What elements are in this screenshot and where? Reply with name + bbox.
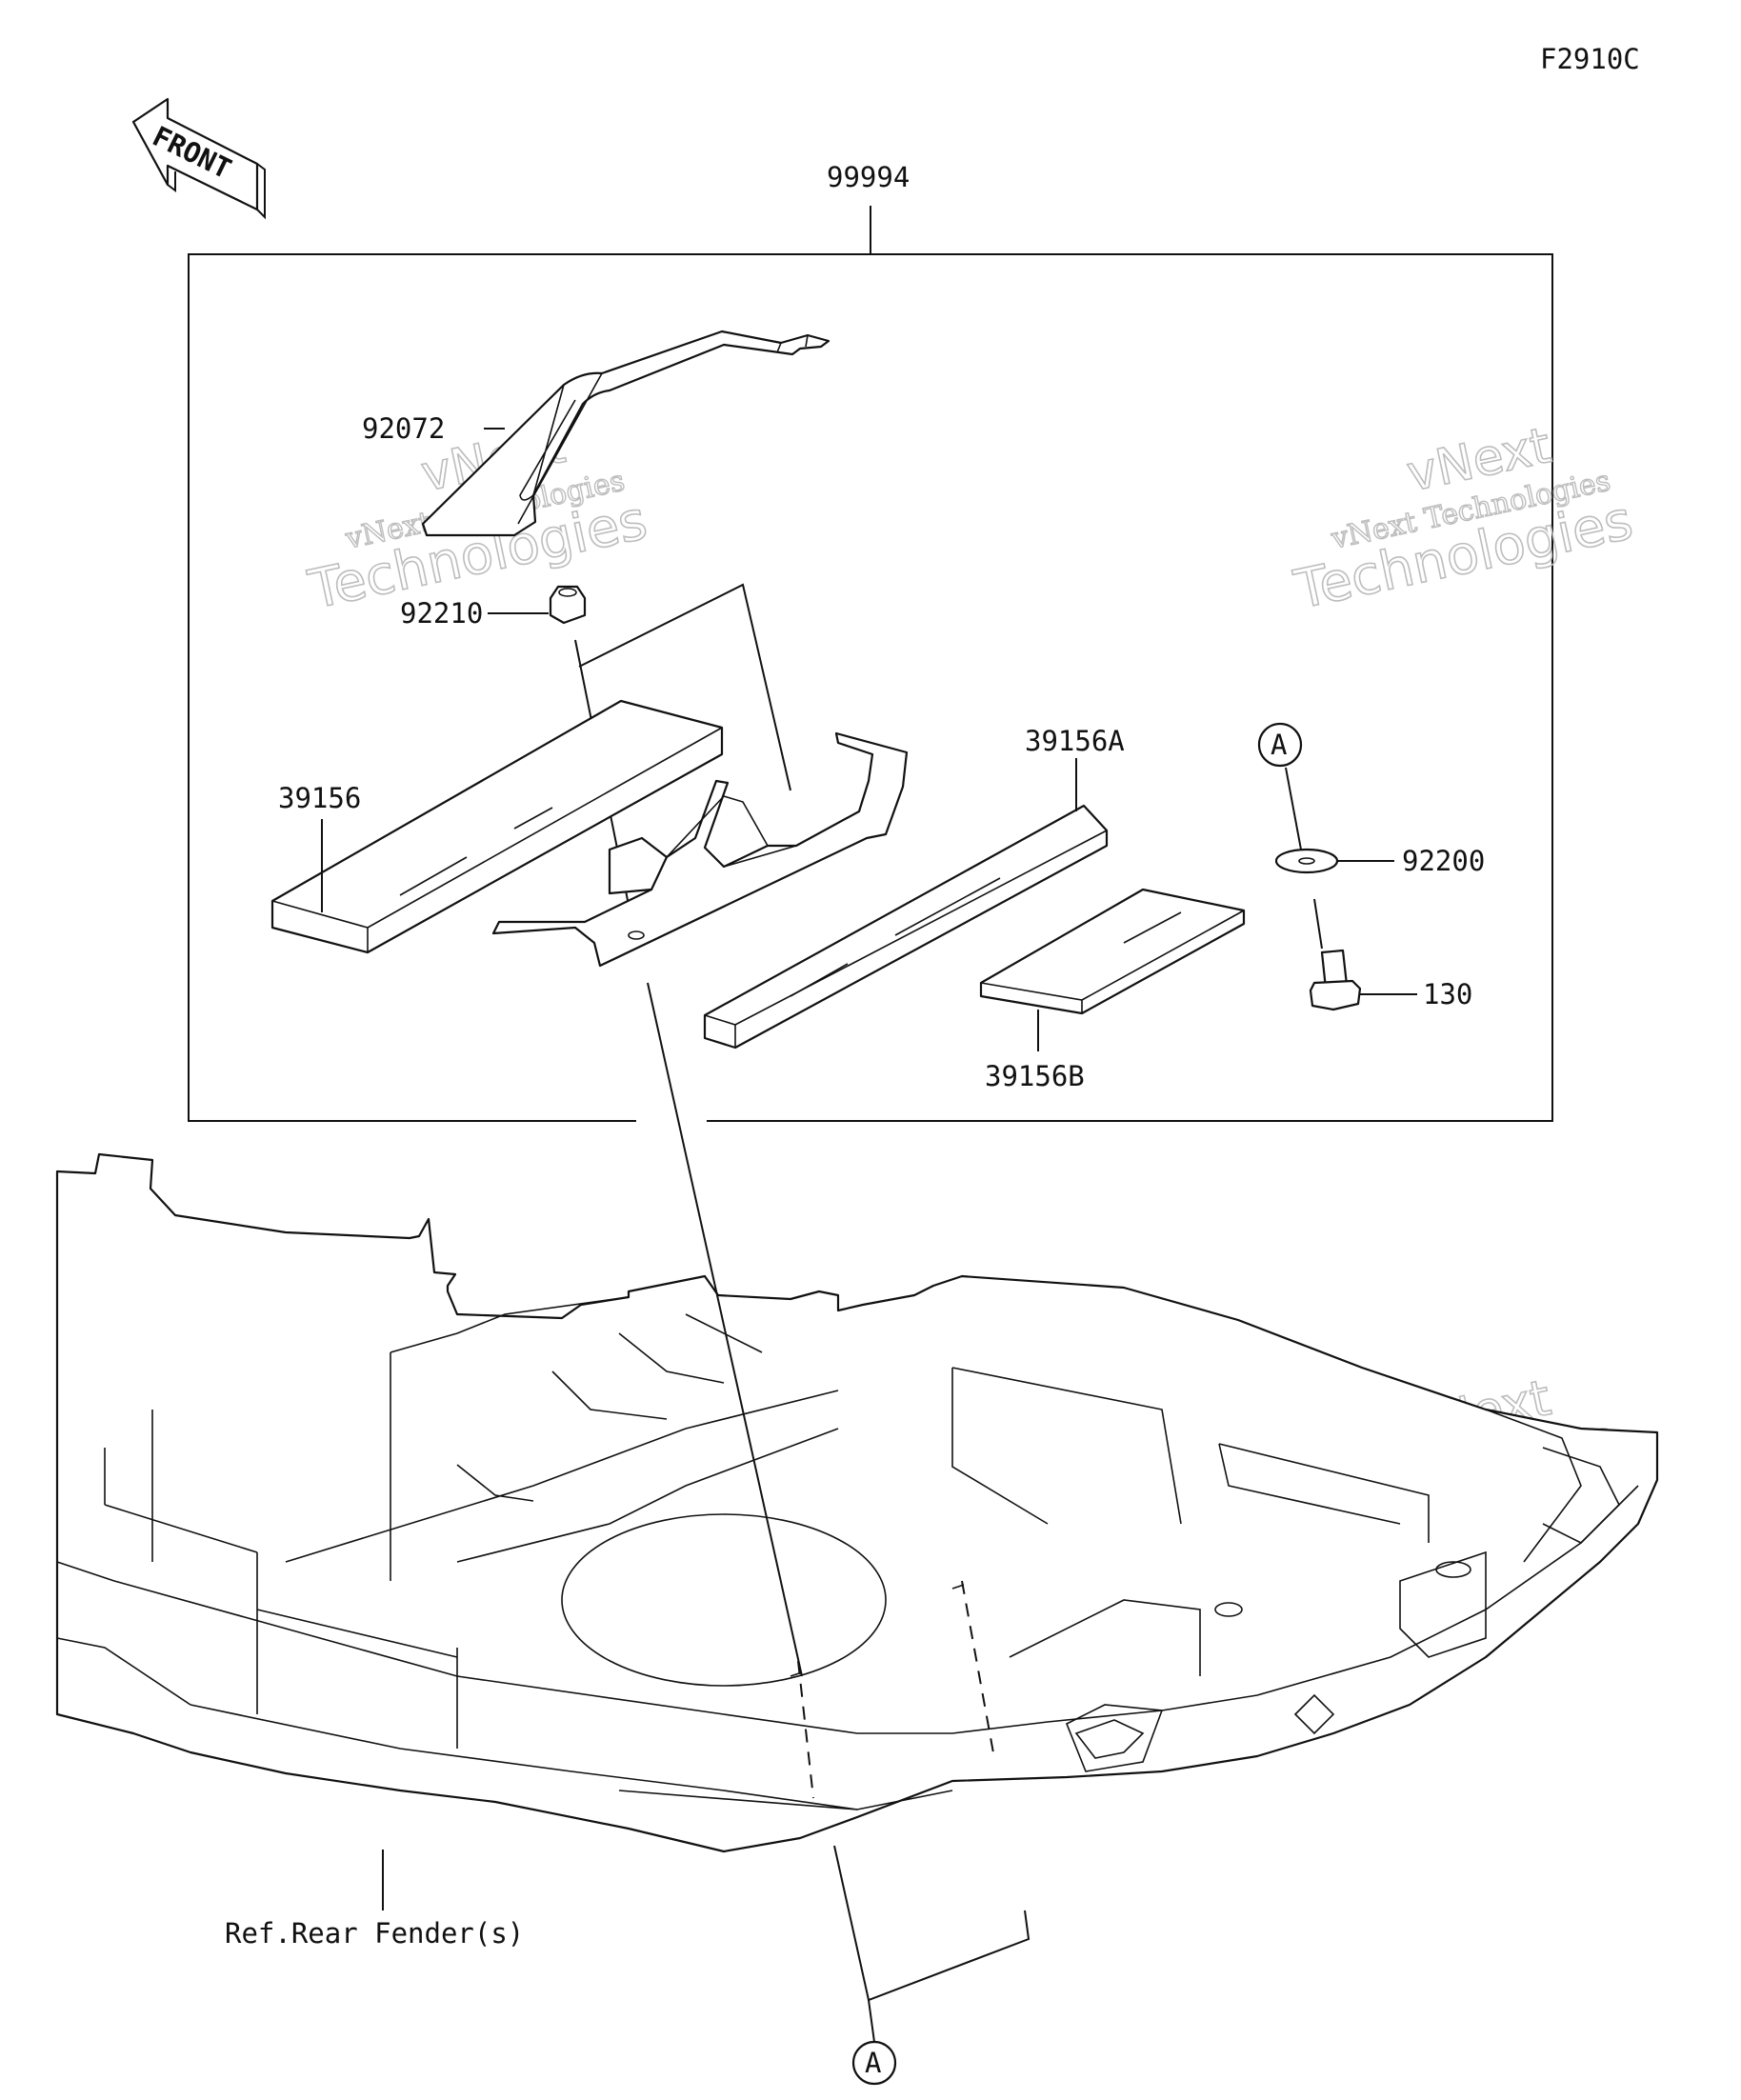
bolt-part: 130 [1309, 949, 1472, 1011]
pad-a-label: 39156A [1025, 725, 1125, 757]
hidden-line-guides [790, 1580, 995, 1799]
pad-a-part: 39156A [703, 725, 1125, 1050]
ref-marker-top-label: A [1271, 729, 1287, 761]
pad-part: 39156 [270, 699, 724, 954]
bracket-to-fender-line [647, 982, 803, 1677]
nut-label: 92210 [400, 597, 483, 630]
ref-marker-top: A [1257, 722, 1303, 850]
reference-note: Ref.Rear Fender(s) [225, 1850, 524, 1950]
bracket-part [491, 731, 909, 968]
reference-note-label: Ref.Rear Fender(s) [225, 1917, 524, 1950]
pad-b-part: 39156B [979, 888, 1246, 1092]
kit-label: 99994 [827, 161, 910, 193]
figure-code: F2910C [1540, 43, 1640, 75]
ref-marker-bottom: A [833, 1845, 1031, 2086]
pad-b-label: 39156B [985, 1060, 1085, 1092]
bracket-lead-lines [578, 583, 791, 791]
strap-part: 92072 [362, 330, 830, 537]
kit-box: 99994 [188, 161, 1553, 1122]
bolt-label: 130 [1423, 978, 1472, 1010]
washer-label: 92200 [1402, 845, 1485, 877]
pad-label: 39156 [278, 782, 361, 814]
washer-part: 92200 [1274, 845, 1485, 950]
ref-marker-bottom-label: A [865, 2047, 881, 2079]
rear-fender-drawing [55, 1152, 1659, 1853]
strap-label: 92072 [362, 412, 445, 445]
front-arrow-icon: FRONT [131, 97, 266, 220]
